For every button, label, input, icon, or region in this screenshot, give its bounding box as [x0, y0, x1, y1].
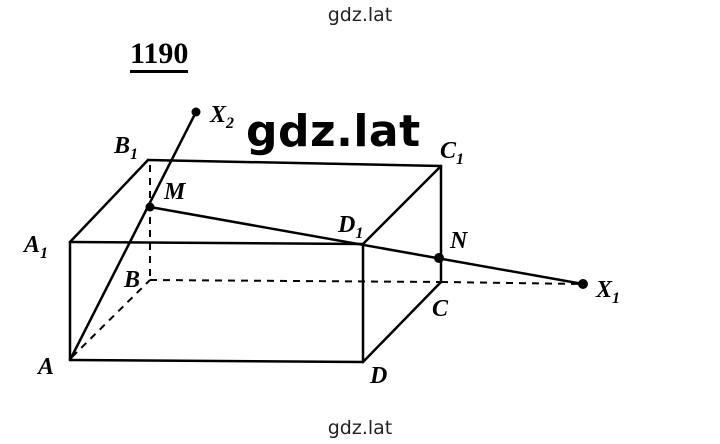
point-m	[145, 202, 155, 212]
label-d1: D1	[337, 212, 363, 242]
label-c: C	[432, 296, 449, 322]
label-n: N	[449, 228, 469, 254]
line-m-x1	[148, 205, 585, 286]
edge-b1-c1	[146, 158, 443, 168]
hidden-edge-b-c	[149, 279, 442, 283]
label-c1: C1	[440, 138, 464, 168]
label-x2: X2	[209, 102, 234, 132]
label-d: D	[369, 363, 387, 389]
label-x1: X1	[595, 277, 620, 307]
problem-number: 1190	[130, 38, 189, 73]
edge-c1-d1	[361, 164, 443, 246]
point-x2	[191, 107, 201, 117]
edge-a1-d1	[68, 240, 365, 246]
hidden-line-c-x1	[440, 281, 584, 285]
hidden-edge-a-b	[71, 279, 151, 358]
point-n	[434, 253, 444, 263]
label-a: A	[36, 354, 54, 380]
label-b1: B1	[113, 133, 138, 163]
point-x1	[578, 279, 588, 289]
label-b: B	[123, 267, 140, 293]
watermark-bottom: gdz.lat	[327, 417, 393, 439]
edge-a1-b1	[68, 158, 150, 244]
watermark-top: gdz.lat	[327, 4, 393, 26]
watermark-middle: gdz.lat	[246, 106, 421, 157]
label-m: M	[163, 179, 187, 205]
edge-a-d	[68, 358, 365, 364]
line-a-x2	[68, 110, 198, 362]
edge-d-c	[361, 280, 443, 364]
label-a1: A1	[22, 232, 48, 262]
